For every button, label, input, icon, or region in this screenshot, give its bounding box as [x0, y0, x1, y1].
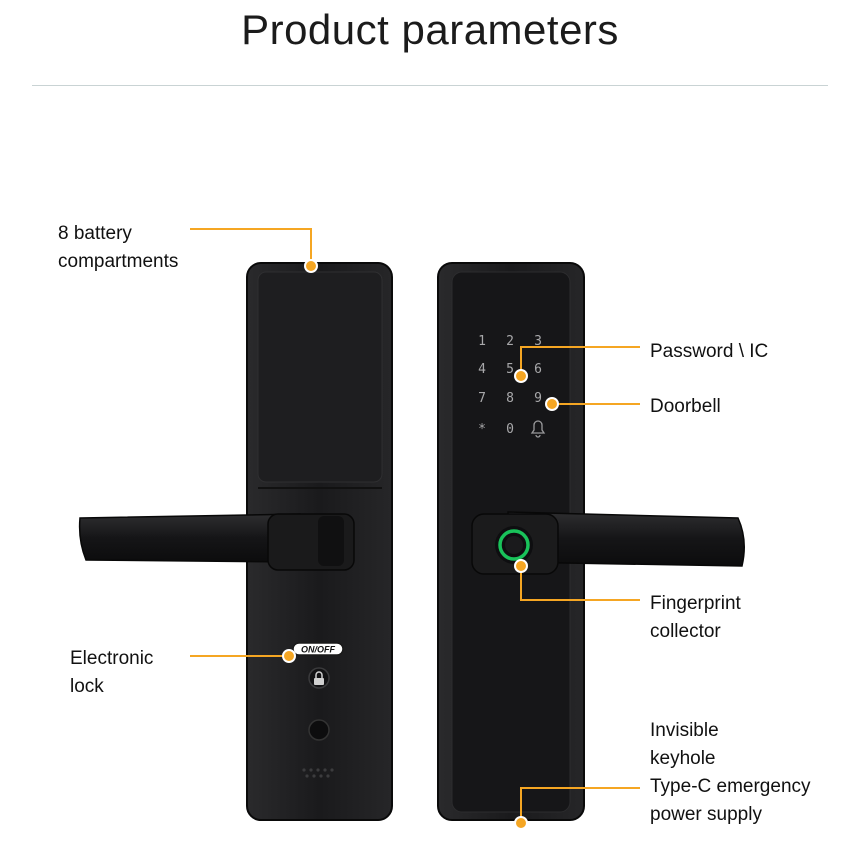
callout-dot-fingerprint [514, 559, 528, 573]
label-electronic-lock-line2: lock [70, 676, 104, 697]
label-electronic-lock-line1: Electronic [70, 648, 154, 669]
title-divider [32, 85, 828, 86]
keypad-key-1[interactable]: 1 [478, 334, 486, 349]
reset-button [308, 719, 330, 741]
keypad-key-6[interactable]: 6 [534, 362, 542, 377]
callout-line-fingerprint [520, 566, 640, 601]
keypad-key-9[interactable]: 9 [534, 391, 542, 406]
label-doorbell: Doorbell [650, 393, 721, 421]
lock-button[interactable] [308, 667, 330, 689]
callout-dot-doorbell [545, 397, 559, 411]
label-keyhole-line4: power supply [650, 804, 762, 825]
keypad-key-5[interactable]: 5 [506, 362, 514, 377]
keypad-key-3[interactable]: 3 [534, 334, 542, 349]
callout-lines [190, 228, 640, 821]
power-switch[interactable]: ON/OFF [292, 642, 344, 656]
keypad-key-4[interactable]: 4 [478, 362, 486, 377]
label-keyhole-line3: Type-C emergency [650, 776, 811, 797]
keypad-key-star[interactable]: * [478, 422, 486, 437]
label-fingerprint-line1: Fingerprint [650, 593, 741, 614]
label-electronic-lock: Electronic lock [70, 645, 153, 701]
fingerprint-sensor[interactable] [495, 526, 533, 564]
callout-line-battery [190, 228, 312, 266]
callout-dot-keyhole [514, 816, 528, 830]
label-password: Password \ IC [650, 338, 768, 366]
label-battery-line1: 8 battery [58, 223, 132, 244]
keypad-key-8[interactable]: 8 [506, 391, 514, 406]
label-battery-line2: compartments [58, 251, 179, 272]
keypad-key-2[interactable]: 2 [506, 334, 514, 349]
callout-dot-battery [304, 259, 318, 273]
doorbell-key-icon[interactable] [530, 420, 546, 438]
keypad-key-0[interactable]: 0 [506, 422, 514, 437]
speaker-grille [302, 768, 334, 778]
label-password-line1: Password \ IC [650, 341, 769, 362]
keypad: 1 2 3 4 5 6 7 8 9 * 0 [478, 334, 546, 438]
callout-dot-electronic-lock [282, 649, 296, 663]
callout-dots [282, 259, 559, 830]
page-title: Product parameters [241, 6, 619, 53]
label-fingerprint: Fingerprint collector [650, 590, 741, 646]
power-button-label: ON/OFF [301, 645, 335, 655]
label-doorbell-line1: Doorbell [650, 396, 721, 417]
label-battery: 8 battery compartments [58, 220, 178, 276]
label-keyhole: Invisible keyhole Type-C emergency power… [650, 717, 811, 829]
rear-lock-body: ON/OFF [78, 262, 393, 821]
label-keyhole-line2: keyhole [650, 748, 716, 769]
callout-dot-password [514, 369, 528, 383]
label-keyhole-line1: Invisible [650, 720, 719, 741]
label-fingerprint-line2: collector [650, 621, 721, 642]
callout-line-password [520, 346, 640, 370]
keypad-key-7[interactable]: 7 [478, 391, 486, 406]
lock-icon [315, 671, 323, 678]
callout-line-keyhole [520, 787, 640, 821]
